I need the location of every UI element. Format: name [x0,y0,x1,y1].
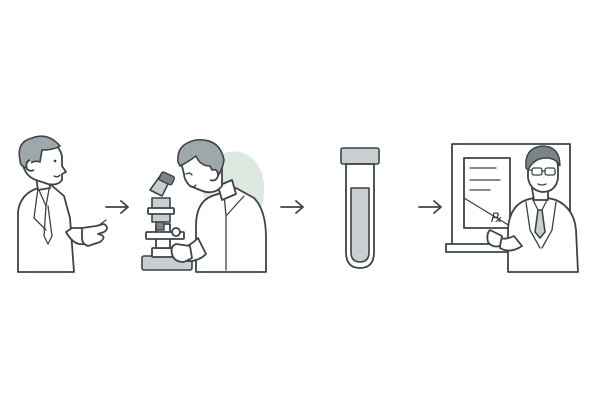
prescription-document-icon: ℞ [463,157,511,229]
tube-sample [350,187,370,263]
patient-coat [17,183,75,273]
scientist-hair [177,139,225,179]
microscopy-scene [141,139,267,273]
right-arrow-icon [280,200,304,214]
tube-cap [340,147,380,165]
prescription-scene: ℞ [445,143,579,273]
doctor-hair [525,145,561,172]
scientist-coat [195,187,267,273]
patient-consultation-figure [17,135,108,273]
rx-symbol: ℞ [490,211,502,226]
patient-hand [81,223,108,247]
scientist-hand [170,243,193,263]
test-tube-icon [340,147,380,269]
glasses-icon [527,167,556,176]
right-arrow-icon [418,200,442,214]
doctor-hand [486,229,503,248]
right-arrow-icon [105,200,129,214]
